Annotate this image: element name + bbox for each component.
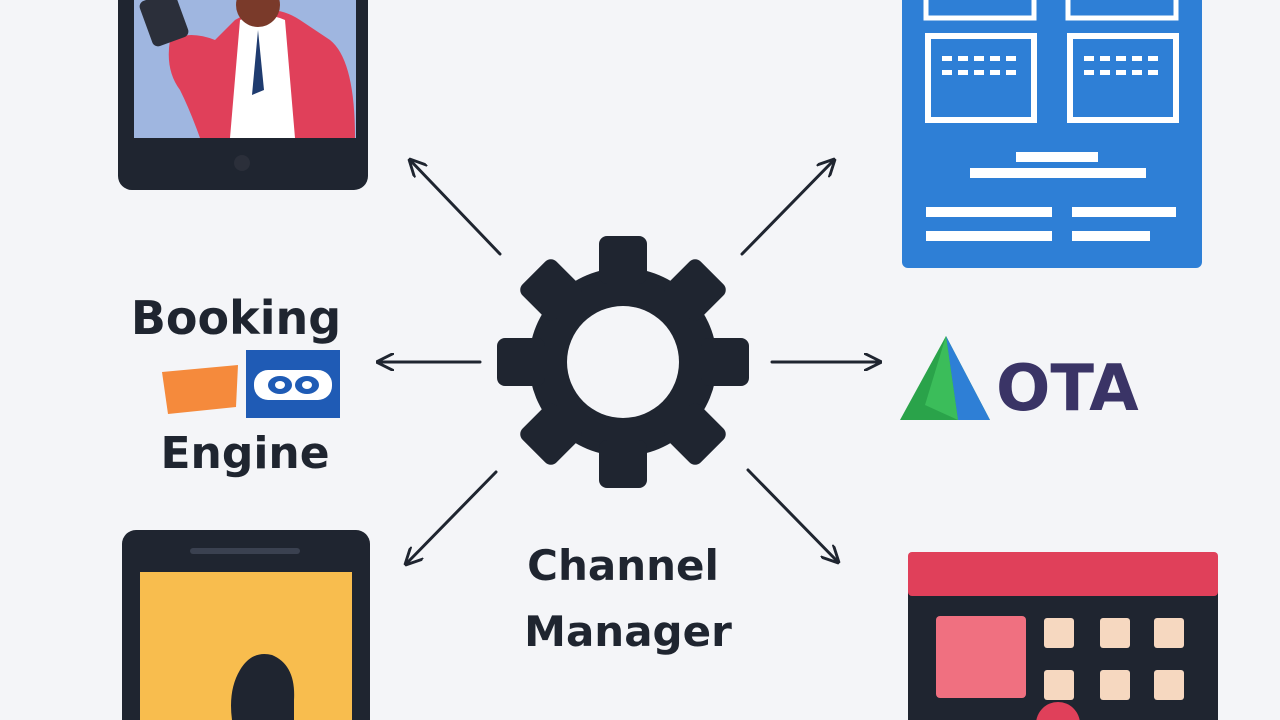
arrow-top-right (740, 160, 834, 256)
triangle-logo-icon (900, 336, 990, 420)
arrow-bottom-right (746, 468, 838, 562)
channel-manager-label-line2: Manager (524, 607, 732, 656)
partner-logos-icon (162, 350, 340, 418)
booking-engine-label-line2: Engine (160, 428, 329, 479)
arrow-top-left (410, 160, 502, 256)
booking-engine-label-line1: Booking (131, 291, 341, 345)
gear-icon (497, 236, 749, 488)
tablet-silhouette-icon (122, 530, 370, 720)
arrow-bottom-left (406, 470, 498, 564)
ota-label: OTA (996, 352, 1139, 426)
tablet-person-icon (118, 0, 368, 190)
calendar-icon (908, 552, 1218, 720)
website-layout-icon (902, 0, 1202, 268)
channel-manager-label-line1: Channel (527, 541, 719, 590)
